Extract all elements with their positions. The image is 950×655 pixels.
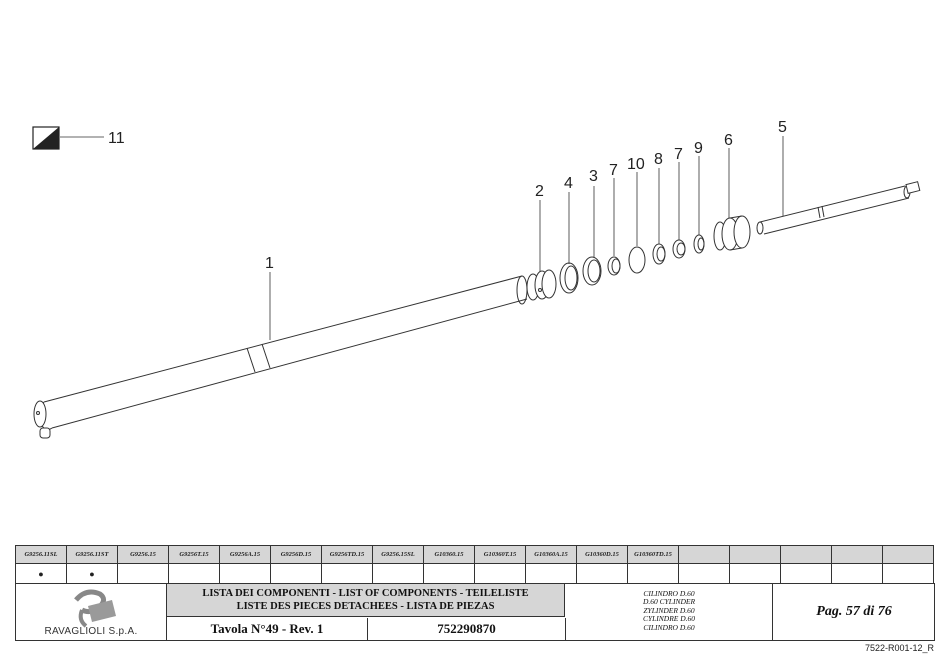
model-code-cell: G9256D.15 <box>270 545 322 564</box>
company-name: RAVAGLIOLI S.p.A. <box>44 626 138 637</box>
model-code-cell: G9256.15 <box>117 545 169 564</box>
ring-7a <box>607 256 621 276</box>
model-mark-cell: ● <box>15 563 67 584</box>
title-line-1: LISTA DEI COMPONENTI - LIST OF COMPONENT… <box>202 588 529 599</box>
description-line: CILINDRO D.60 <box>643 589 695 598</box>
model-marks-row: ● ● <box>15 563 934 584</box>
model-mark-cell <box>372 563 424 584</box>
exploded-view-drawing: 1 2 4 3 7 10 8 7 9 6 5 11 <box>32 119 921 439</box>
callout-5: 5 <box>778 119 787 136</box>
company-logo <box>74 589 116 628</box>
description-line: CILINDRO D.60 <box>643 622 695 632</box>
ring-3 <box>582 256 602 286</box>
callout-4: 4 <box>564 175 573 192</box>
callout-7b: 7 <box>674 146 683 163</box>
ring-7b <box>672 239 686 259</box>
part-number: 752290870 <box>368 618 566 640</box>
ring-8 <box>652 243 666 265</box>
piston-rod-5 <box>756 181 921 235</box>
o-ring-10 <box>628 246 646 274</box>
model-code-cell: G10360T.15 <box>474 545 526 564</box>
model-code-cell: G10360D.15 <box>576 545 628 564</box>
model-compatibility-table: G9256.11SL G9256.11ST G9256.15 G9256T.15… <box>15 545 934 584</box>
page-number: Pag. 57 di 76 <box>816 604 892 619</box>
model-mark-cell <box>831 563 883 584</box>
model-code-cell: G10360A.15 <box>525 545 577 564</box>
model-mark-cell <box>627 563 679 584</box>
model-mark-cell: ● <box>66 563 118 584</box>
model-mark-cell <box>678 563 730 584</box>
model-code-cell: G9256.11SL <box>15 545 67 564</box>
model-code-cell: G9256.11ST <box>66 545 118 564</box>
callout-1: 1 <box>265 255 274 272</box>
piston-6 <box>713 215 751 251</box>
model-mark-cell <box>117 563 169 584</box>
title-block: RAVAGLIOLI S.p.A. LISTA DEI COMPONENTI -… <box>15 583 935 641</box>
callout-10: 10 <box>627 156 645 173</box>
model-code-cell <box>882 545 934 564</box>
callout-11: 11 <box>108 130 125 147</box>
callout-9: 9 <box>694 140 703 157</box>
model-code-cell: G9256A.15 <box>219 545 271 564</box>
model-code-cell <box>780 545 832 564</box>
callout-7a: 7 <box>609 162 618 179</box>
callout-8: 8 <box>654 151 663 168</box>
model-mark-cell <box>780 563 832 584</box>
description-line: CYLINDRE D.60 <box>642 614 696 624</box>
component-list-title: LISTA DEI COMPONENTI - LIST OF COMPONENT… <box>167 584 565 617</box>
callout-6: 6 <box>724 132 733 149</box>
cylinder-barrel <box>33 275 528 439</box>
description-list: CILINDRO D.60 D.60 CYLINDER ZYLINDER D.6… <box>566 584 773 640</box>
callout-2: 2 <box>535 183 544 200</box>
logo-cell: RAVAGLIOLI S.p.A. <box>16 584 167 640</box>
model-mark-cell <box>729 563 781 584</box>
model-mark-cell <box>474 563 526 584</box>
description-line: D.60 CYLINDER <box>642 597 696 607</box>
model-code-cell: G9256.15SL <box>372 545 424 564</box>
model-code-cell: G9256T.15 <box>168 545 220 564</box>
model-code-cell: G10360.15 <box>423 545 475 564</box>
document-reference: 7522-R001-12_R <box>864 643 934 653</box>
model-mark-cell <box>423 563 475 584</box>
model-mark-cell <box>270 563 322 584</box>
cylinder-head <box>526 269 557 301</box>
ring-9 <box>693 234 705 254</box>
model-code-cell <box>678 545 730 564</box>
title-line-2: LISTE DES PIECES DETACHEES - LISTA DE PI… <box>236 601 495 612</box>
model-mark-cell <box>321 563 373 584</box>
leader-lines <box>60 136 784 340</box>
model-code-cell: G10360TD.15 <box>627 545 679 564</box>
model-codes-row: G9256.11SL G9256.11ST G9256.15 G9256T.15… <box>15 545 934 564</box>
table-revision: Tavola N°49 - Rev. 1 <box>167 618 368 640</box>
model-mark-cell <box>576 563 628 584</box>
model-code-cell: G9256TD.15 <box>321 545 373 564</box>
callout-3: 3 <box>589 168 598 185</box>
model-mark-cell <box>219 563 271 584</box>
model-mark-cell <box>525 563 577 584</box>
model-code-cell <box>831 545 883 564</box>
ring-4 <box>559 262 579 294</box>
model-mark-cell <box>168 563 220 584</box>
model-mark-cell <box>882 563 934 584</box>
half-filled-square-icon <box>32 126 60 150</box>
model-code-cell <box>729 545 781 564</box>
description-line: ZYLINDER D.60 <box>643 605 695 615</box>
